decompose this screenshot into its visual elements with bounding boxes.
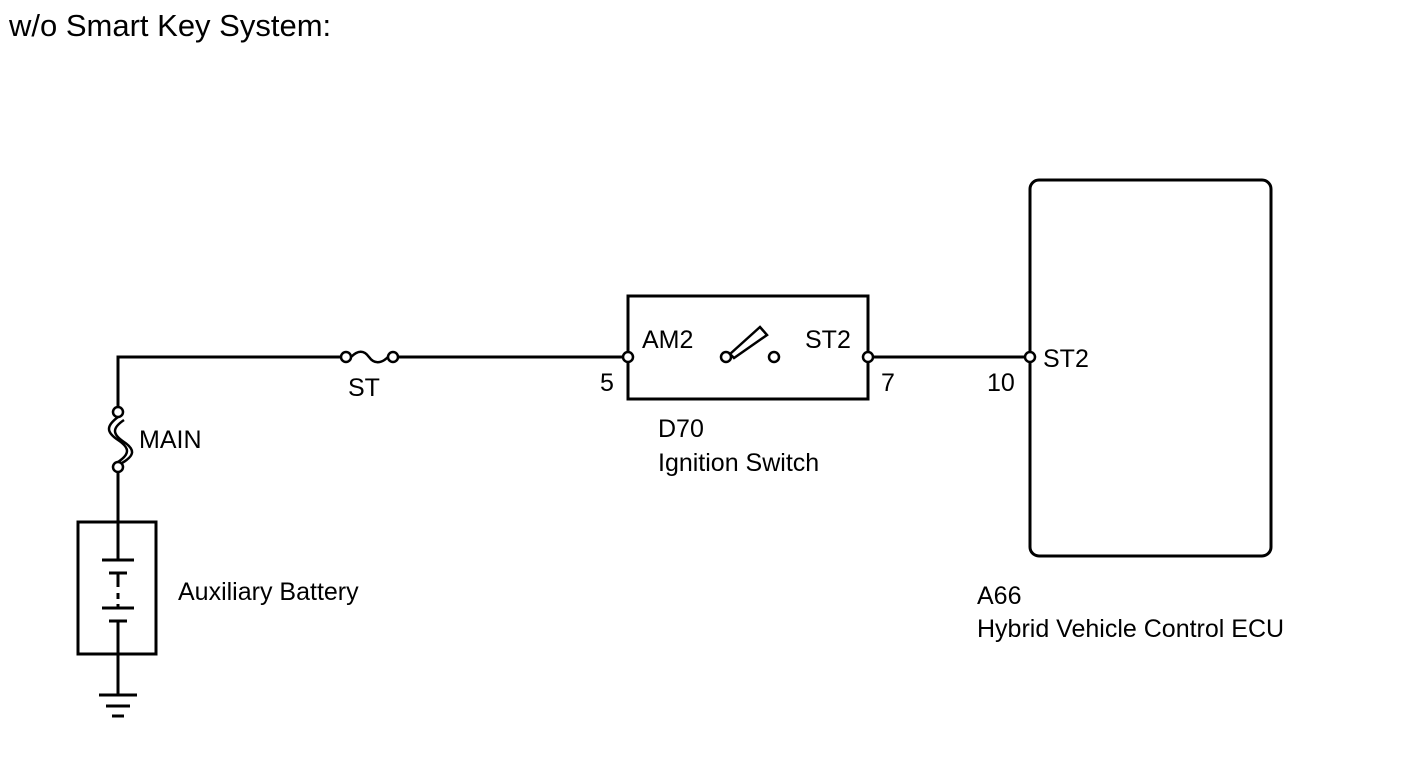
ignition-switch-name: Ignition Switch	[658, 449, 820, 477]
main-fusible-link-symbol	[107, 405, 134, 474]
ignition-terminal-am2-label: AM2	[642, 326, 694, 354]
ecu-terminal	[1023, 350, 1037, 364]
ignition-switch-box	[626, 294, 870, 401]
ignition-pin-5-label: 5	[600, 369, 614, 397]
ecu-terminal-st2-label: ST2	[1043, 345, 1089, 373]
diagram-title: w/o Smart Key System:	[9, 8, 332, 43]
ecu-code: A66	[977, 582, 1022, 610]
ignition-switch-code: D70	[658, 415, 704, 443]
ignition-pin-7-label: 7	[881, 369, 895, 397]
battery-label: Auxiliary Battery	[178, 578, 359, 606]
st-fuse-symbol	[339, 350, 400, 364]
ignition-terminal-st2-label: ST2	[805, 326, 851, 354]
ecu-pin-10-label: 10	[987, 369, 1015, 397]
battery-cells	[102, 522, 134, 654]
wire-main-to-st-fuse	[116, 355, 342, 412]
ecu-name: Hybrid Vehicle Control ECU	[977, 615, 1285, 643]
ignition-switch-contacts	[621, 325, 875, 364]
st-fuse-label: ST	[348, 374, 380, 402]
main-fuse-label: MAIN	[139, 426, 202, 454]
ecu-box	[1028, 178, 1273, 558]
ground-symbol	[99, 654, 137, 718]
